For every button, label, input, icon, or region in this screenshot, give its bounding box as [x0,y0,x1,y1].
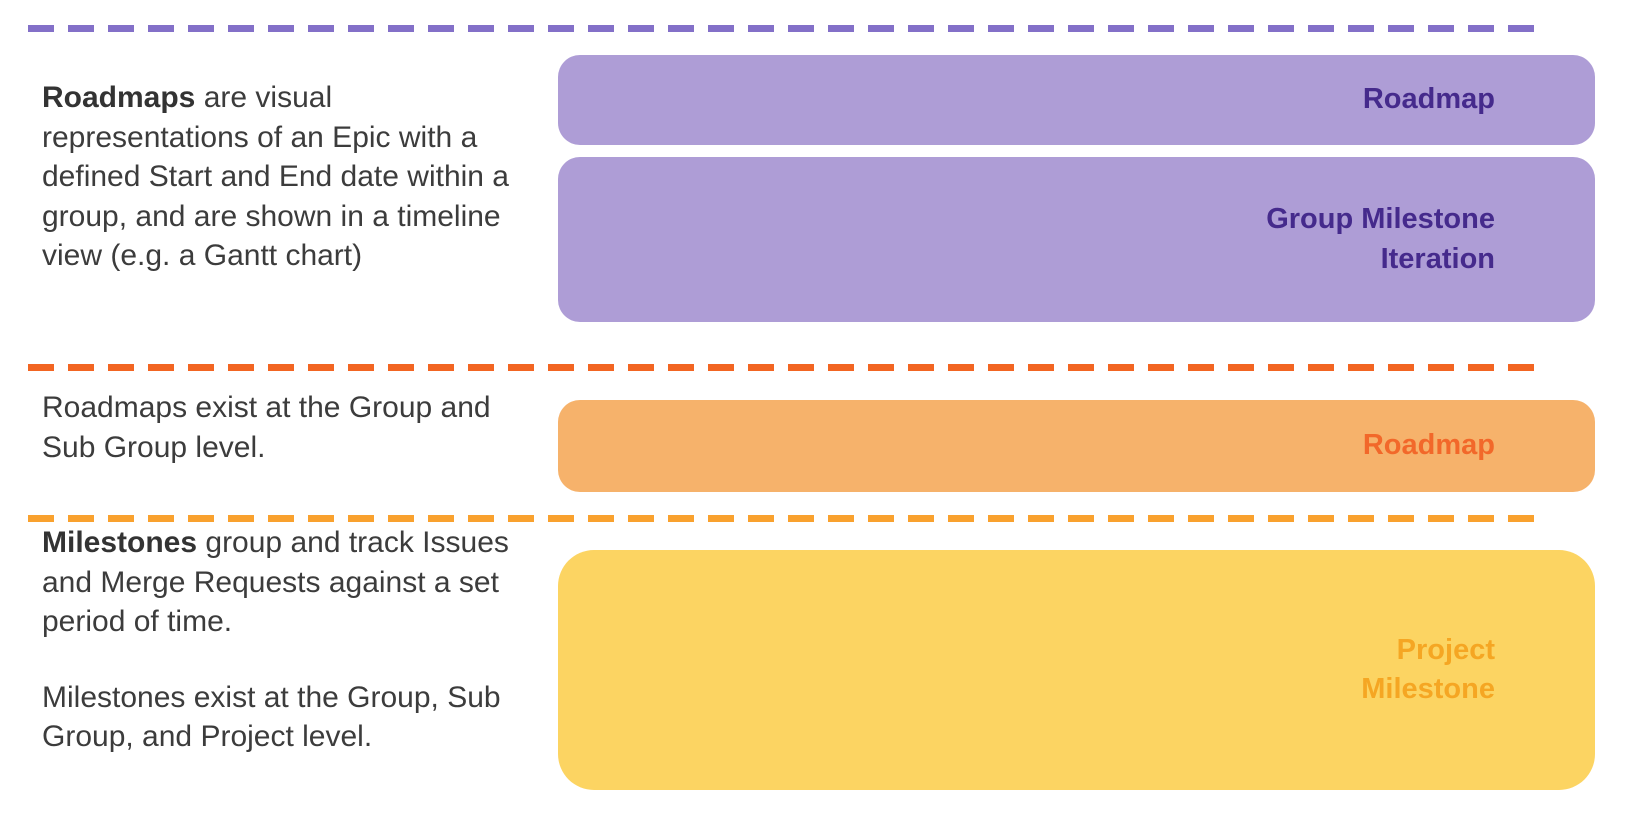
description-roadmaps-scope-paragraph: Roadmaps exist at the Group and Sub Grou… [42,391,491,464]
description-roadmaps-paragraph: Roadmaps are visual representations of a… [42,78,538,276]
bar-group-roadmap-label: Roadmap [1362,83,1495,116]
description-milestones-paragraph-2: Milestones exist at the Group, Sub Group… [42,680,501,754]
bar-group-roadmap[interactable]: Roadmap [558,55,1595,145]
description-milestones-lead: Milestones [42,526,198,559]
description-milestones-rest: group and track Issues and Merge Request… [42,526,509,639]
description-milestones-paragraph-1: Milestones group and track Issues and Me… [42,523,538,642]
bar-group-milestone-label: Group Milestone [1266,203,1495,236]
bar-project-milestone[interactable]: Project Milestone [558,550,1595,790]
bar-project-label: Project [1396,633,1495,666]
description-roadmaps-rest: are visual representations of an Epic wi… [42,81,509,273]
description-milestones: Milestones group and track Issues and Me… [42,523,538,757]
bar-group-iteration-label: Iteration [1380,242,1495,275]
bar-project-milestone-label: Milestone [1361,673,1495,705]
bar-group-milestone-iteration[interactable]: Group Milestone Iteration [558,157,1595,322]
bar-subgroup-roadmap-label: Roadmap [1362,429,1495,462]
divider-group-level [28,25,1536,32]
description-roadmaps-lead: Roadmaps [42,81,196,114]
divider-project-level [28,515,1536,522]
description-roadmaps: Roadmaps are visual representations of a… [42,78,538,276]
bar-subgroup-roadmap[interactable]: Roadmap [558,400,1595,492]
description-roadmaps-scope: Roadmaps exist at the Group and Sub Grou… [42,388,538,467]
divider-subgroup-level [28,364,1536,371]
